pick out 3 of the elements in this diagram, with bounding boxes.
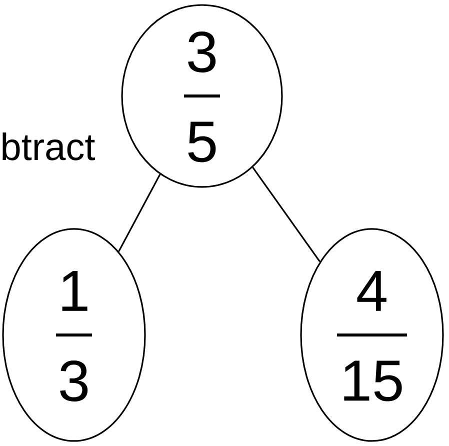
- connector-line: [118, 174, 161, 252]
- label-text: btract: [2, 132, 95, 160]
- connector-line: [252, 166, 320, 262]
